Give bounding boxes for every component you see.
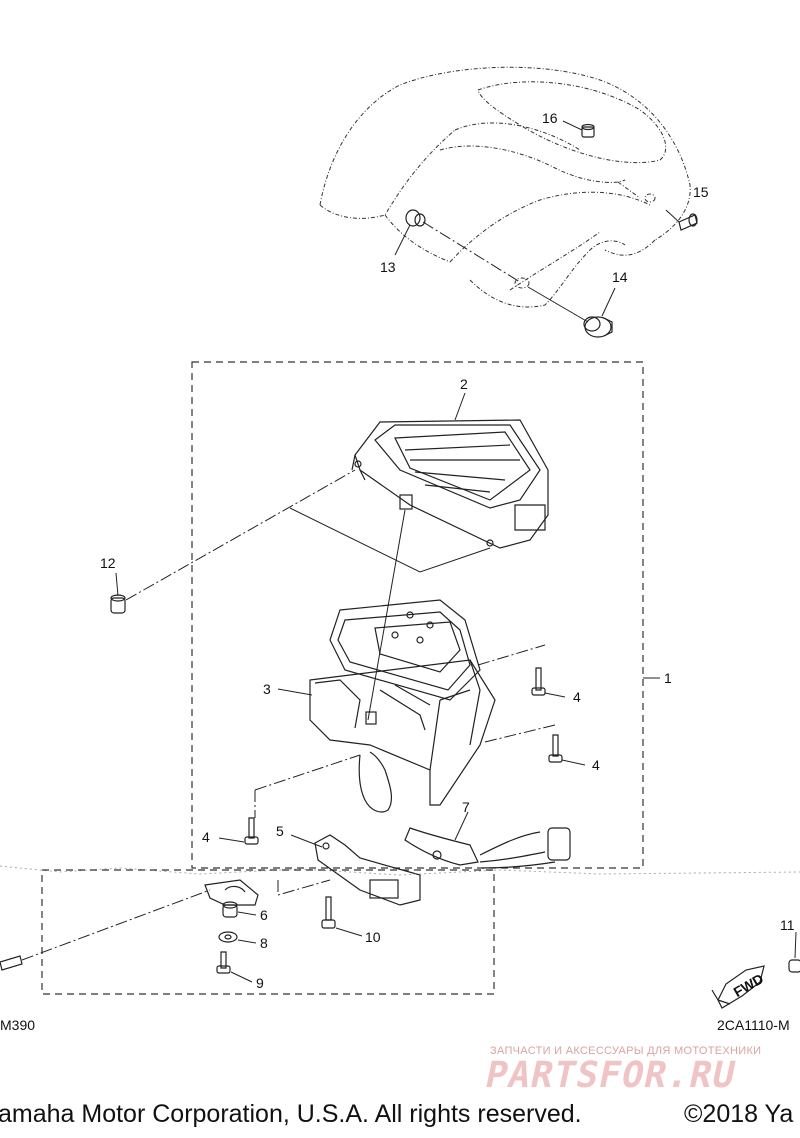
copyright-right: ©2018 Ya [684, 1100, 794, 1128]
part-8-washer [218, 931, 257, 944]
leader-13 [394, 224, 411, 256]
sub-assembly-outline [41, 869, 495, 995]
chain-line-4a [477, 644, 546, 666]
part-13-grommet [405, 209, 426, 227]
callout-6: 6 [260, 907, 268, 923]
part-7-harness [404, 827, 571, 869]
leader-2 [454, 392, 466, 421]
part-9-bolt [216, 951, 253, 983]
fwd-arrow-icon: FWD [711, 965, 766, 1009]
callout-3: 3 [263, 681, 271, 697]
part-4-screw-b [548, 734, 586, 766]
part-4-screw-c [218, 817, 259, 845]
callout-9: 9 [256, 975, 264, 991]
assembly-1-outline [191, 361, 644, 869]
part-5-bracket [314, 834, 421, 906]
part-2-meter-cover [351, 419, 549, 549]
part-6-grommet [222, 901, 257, 918]
chain-line-2 [367, 509, 406, 721]
part-12-collar [110, 594, 126, 614]
leader-12 [115, 572, 119, 597]
callout-2: 2 [460, 376, 468, 392]
callout-8: 8 [260, 935, 268, 951]
phantom-cowl [319, 66, 691, 308]
part-14-damper [583, 316, 613, 338]
leader-7 [454, 811, 469, 841]
part-4-screw-a [531, 667, 566, 698]
chain-line-13 [422, 221, 521, 283]
ref-right: 2CA1110-M [717, 1017, 790, 1033]
leader-14b [601, 287, 616, 317]
copyright-left: amaha Motor Corporation, U.S.A. All righ… [0, 1100, 582, 1128]
callout-14: 14 [612, 269, 628, 285]
watermark-brand: PARTSFOR.RU [481, 1055, 740, 1096]
callout-15: 15 [693, 184, 709, 200]
callout-7: 7 [462, 799, 470, 815]
callout-11: 11 [780, 917, 795, 933]
callout-5: 5 [276, 823, 284, 839]
watermark-tagline: ЗАПЧАСТИ И АКСЕССУАРЫ ДЛЯ МОТОТЕХНИКИ [490, 1045, 762, 1057]
callout-13: 13 [380, 259, 396, 275]
long-bolt [0, 889, 211, 971]
chain-line-12b [289, 507, 491, 573]
chain-line-10 [277, 879, 331, 896]
chain-line-4c [254, 754, 361, 791]
part-16-nut [581, 123, 595, 138]
part-10-bolt [321, 896, 363, 937]
callout-16: 16 [542, 110, 558, 126]
callout-4c: 4 [202, 829, 210, 845]
callout-12: 12 [100, 555, 116, 571]
ref-left: M390 [0, 1017, 35, 1033]
part-11-nut [788, 931, 800, 973]
leader-16 [562, 120, 583, 131]
callout-10: 10 [365, 929, 381, 945]
callout-1: 1 [664, 670, 672, 686]
part-15-screw [665, 209, 698, 231]
chain-line-12 [125, 469, 356, 601]
clamp [204, 879, 259, 906]
leader-5 [290, 834, 323, 848]
leader-3 [277, 688, 313, 696]
chain-line-14 [527, 286, 589, 323]
tear-line [0, 865, 800, 876]
callout-4a: 4 [573, 689, 581, 705]
callout-4b: 4 [592, 757, 600, 773]
part-3-meter-case [309, 599, 496, 813]
chain-line-4b [484, 724, 556, 743]
